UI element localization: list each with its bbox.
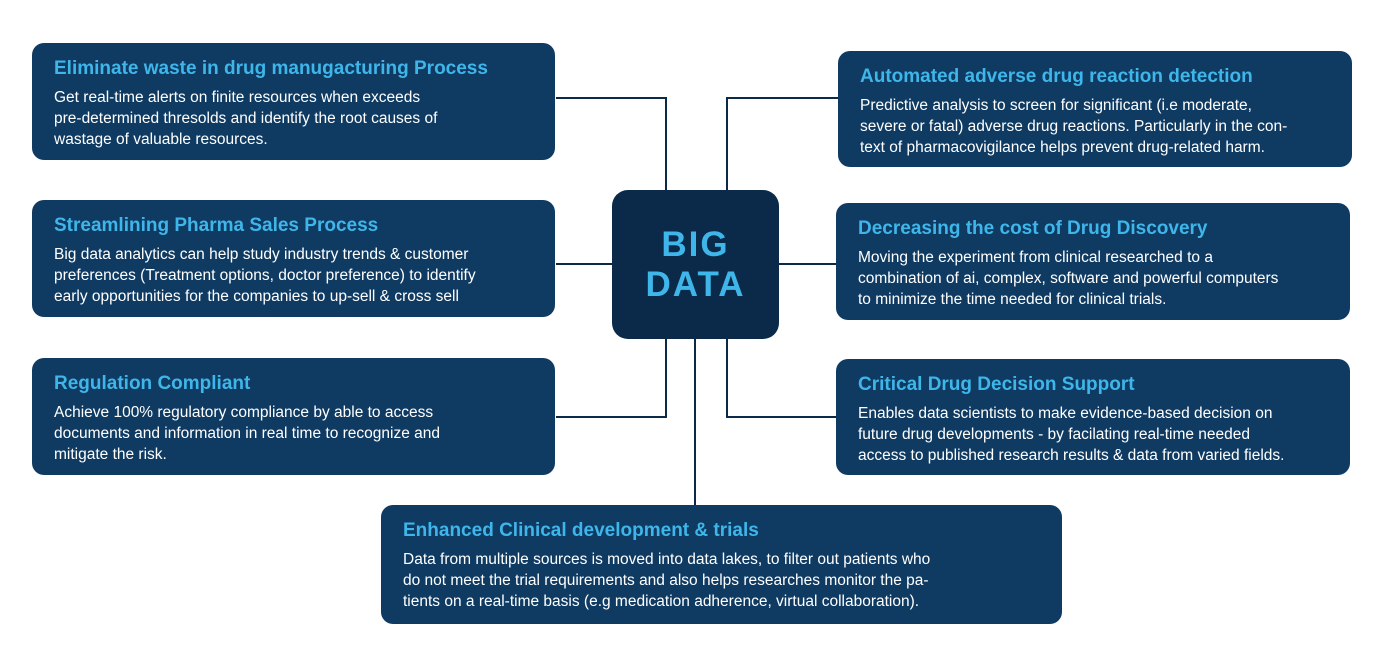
card-line: early opportunities for the companies to…: [54, 288, 459, 305]
card-title: Streamlining Pharma Sales Process: [54, 215, 379, 236]
card-line: wastage of valuable resources.: [54, 131, 268, 148]
card-pharma-sales: Streamlining Pharma Sales Process Big da…: [32, 200, 555, 317]
hub-label-big: BIG: [661, 224, 730, 264]
card-line: Enables data scientists to make evidence…: [858, 405, 1273, 422]
big-data-hub: BIG DATA: [612, 190, 779, 339]
card-description: Enables data scientists to make evidence…: [858, 403, 1332, 466]
card-line: do not meet the trial requirements and a…: [403, 572, 929, 589]
card-line: tients on a real-time basis (e.g medicat…: [403, 593, 920, 610]
card-description: Predictive analysis to screen for signif…: [860, 95, 1334, 158]
card-eliminate-waste: Eliminate waste in drug manugacturing Pr…: [32, 43, 555, 160]
card-line: Data from multiple sources is moved into…: [403, 551, 931, 568]
card-line: Get real-time alerts on finite resources…: [54, 89, 421, 106]
card-regulation-compliant: Regulation Compliant Achieve 100% regula…: [32, 358, 555, 475]
card-description: Moving the experiment from clinical rese…: [858, 247, 1332, 310]
card-clinical-trials: Enhanced Clinical development & trials D…: [381, 505, 1062, 624]
connector-adverse: [726, 97, 838, 190]
card-drug-decision: Critical Drug Decision Support Enables d…: [836, 359, 1350, 475]
card-adverse-reaction: Automated adverse drug reaction detectio…: [838, 51, 1352, 167]
card-drug-discovery: Decreasing the cost of Drug Discovery Mo…: [836, 203, 1350, 320]
card-line: Achieve 100% regulatory compliance by ab…: [54, 404, 434, 421]
card-line: future drug developments - by facilating…: [858, 426, 1251, 443]
card-title: Regulation Compliant: [54, 373, 251, 394]
card-description: Achieve 100% regulatory compliance by ab…: [54, 402, 537, 465]
card-line: Moving the experiment from clinical rese…: [858, 249, 1213, 266]
card-line: Big data analytics can help study indust…: [54, 246, 469, 263]
connector-waste: [556, 97, 667, 190]
card-title: Decreasing the cost of Drug Discovery: [858, 218, 1208, 239]
card-description: Get real-time alerts on finite resources…: [54, 87, 537, 150]
card-title: Automated adverse drug reaction detectio…: [860, 66, 1253, 87]
card-line: mitigate the risk.: [54, 446, 167, 463]
card-title: Critical Drug Decision Support: [858, 374, 1135, 395]
card-line: text of pharmacovigilance helps prevent …: [860, 139, 1265, 156]
card-line: access to published research results & d…: [858, 447, 1285, 464]
card-line: severe or fatal) adverse drug reactions.…: [860, 118, 1288, 135]
card-line: preferences (Treatment options, doctor p…: [54, 267, 476, 284]
connector-decision: [726, 339, 836, 418]
hub-label-data: DATA: [645, 264, 746, 304]
card-line: documents and information in real time t…: [54, 425, 440, 442]
card-description: Big data analytics can help study indust…: [54, 244, 537, 307]
card-title: Enhanced Clinical development & trials: [403, 520, 759, 541]
card-title: Eliminate waste in drug manugacturing Pr…: [54, 58, 488, 79]
card-description: Data from multiple sources is moved into…: [403, 549, 1044, 612]
card-line: to minimize the time needed for clinical…: [858, 291, 1167, 308]
card-line: combination of ai, complex, software and…: [858, 270, 1279, 287]
card-line: Predictive analysis to screen for signif…: [860, 97, 1252, 114]
connector-regulation: [556, 339, 667, 418]
card-line: pre-determined thresolds and identify th…: [54, 110, 438, 127]
